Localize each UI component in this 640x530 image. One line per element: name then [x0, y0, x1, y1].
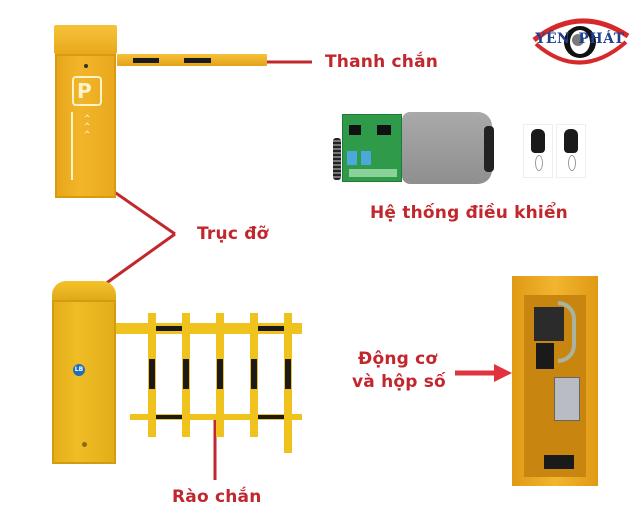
receiver-board: [342, 114, 402, 182]
control-box: [554, 377, 580, 421]
fence-cabinet-top: [52, 281, 116, 301]
fence-post: [216, 313, 224, 437]
fence-post: [284, 313, 292, 453]
arrow-motor-head: [494, 364, 512, 382]
label-motor-gearbox-line2: và hộp số: [352, 372, 446, 392]
logo-text-left: YÊN: [535, 31, 571, 47]
receiver-housing: [402, 112, 494, 184]
fence-post: [148, 313, 156, 437]
parking-icon: P: [72, 76, 102, 106]
barrier-cabinet-top: [54, 25, 117, 54]
fence-cabinet: LB: [52, 300, 116, 464]
fence-top-rail: [116, 323, 302, 334]
cabinet-interior: [524, 295, 586, 477]
logo-eye-icon: [532, 18, 630, 65]
chevron-up-icon: ⌃⌃⌃: [83, 114, 92, 141]
label-motor-gearbox-line1: Động cơ: [358, 349, 438, 369]
label-control-system: Hệ thống điều khiển: [370, 203, 568, 223]
remote-key-1: [523, 124, 553, 178]
remote-key-2: [556, 124, 586, 178]
label-fence-arm: Rào chắn: [172, 487, 262, 507]
logo-text-right: PHÁT: [578, 31, 625, 47]
antenna-coil: [333, 138, 341, 180]
fence-post: [182, 313, 190, 437]
motor: [536, 343, 554, 369]
label-boom-arm: Thanh chắn: [325, 52, 439, 72]
boom-arm: [117, 54, 267, 66]
brand-badge-icon: LB: [73, 364, 85, 376]
barrier-cabinet: P ⌃⌃⌃: [55, 54, 116, 198]
brand-logo: YÊN PHÁT: [528, 10, 632, 72]
fence-post: [250, 313, 258, 437]
label-support-post: Trục đỡ: [197, 224, 269, 244]
